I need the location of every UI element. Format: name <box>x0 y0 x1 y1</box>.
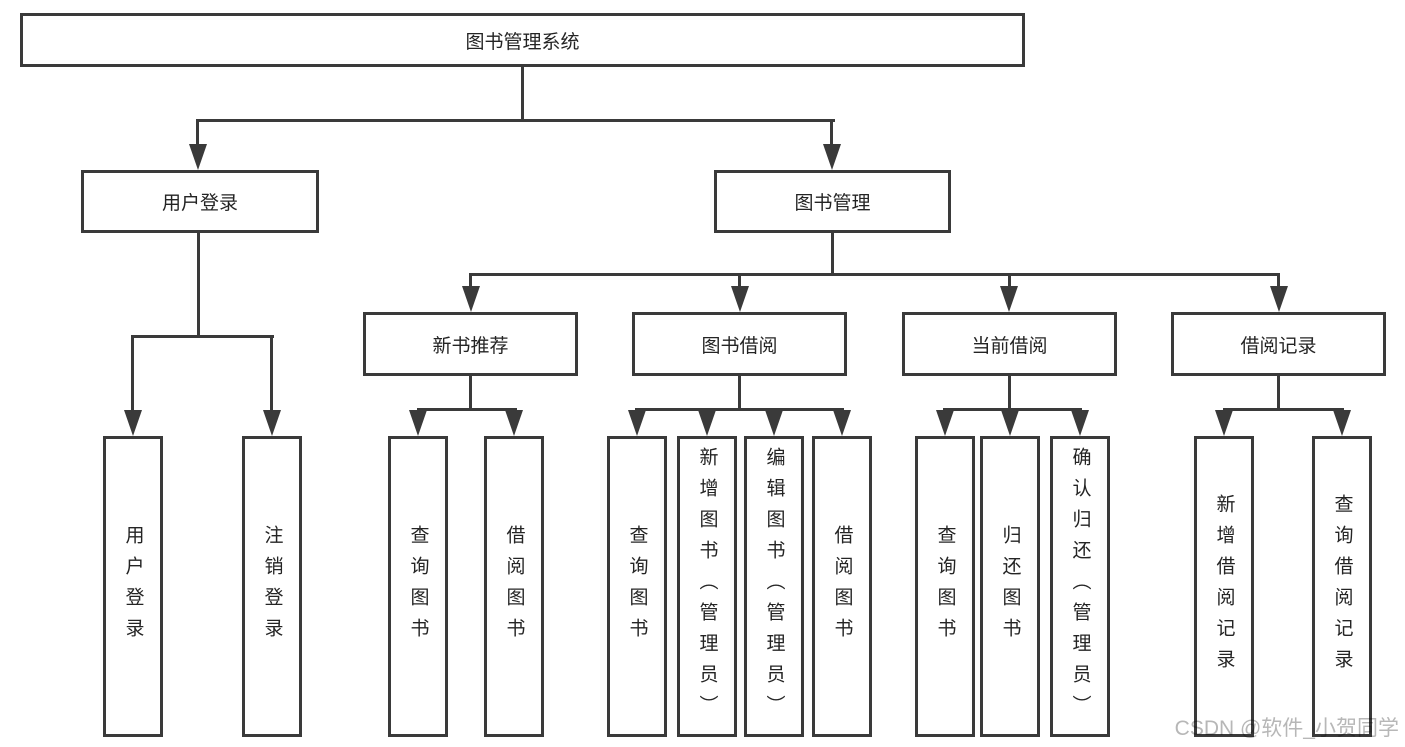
leaf-query-books-borrowing: 查询图书 <box>607 436 667 737</box>
arrowhead-icon <box>124 410 142 436</box>
node-current-borrowing: 当前借阅 <box>902 312 1117 376</box>
arrowhead-icon <box>698 410 716 436</box>
arrowhead-icon <box>1270 286 1288 312</box>
leaf-query-books-recommend-label: 查询图书 <box>407 524 429 649</box>
leaf-edit-book-admin: 编辑图书（管理员） <box>744 436 804 737</box>
leaf-return-book-label: 归还图书 <box>999 524 1021 649</box>
leaf-query-books-borrowing-label: 查询图书 <box>626 524 648 649</box>
arrowhead-icon <box>462 286 480 312</box>
arrowhead-icon <box>1215 410 1233 436</box>
arrowhead-icon <box>263 410 281 436</box>
node-book-borrowing: 图书借阅 <box>632 312 847 376</box>
arrowhead-icon <box>823 144 841 170</box>
arrowhead-icon <box>833 410 851 436</box>
arrowhead-icon <box>936 410 954 436</box>
leaf-borrow-books-recommend-label: 借阅图书 <box>503 524 525 649</box>
leaf-logout-label: 注销登录 <box>261 524 283 649</box>
arrowhead-icon <box>1071 410 1089 436</box>
connector-line <box>635 408 844 411</box>
leaf-add-book-admin: 新增图书（管理员） <box>677 436 737 737</box>
connector-line <box>1223 408 1344 411</box>
node-book-management: 图书管理 <box>714 170 951 233</box>
leaf-add-book-admin-label: 新增图书（管理员） <box>696 447 718 726</box>
leaf-confirm-return-admin-label: 确认归还（管理员） <box>1069 447 1091 726</box>
arrowhead-icon <box>189 144 207 170</box>
leaf-query-borrow-record-label: 查询借阅记录 <box>1331 493 1353 680</box>
arrowhead-icon <box>628 410 646 436</box>
leaf-borrow-books-borrowing-label: 借阅图书 <box>831 524 853 649</box>
node-system: 图书管理系统 <box>20 13 1025 67</box>
connector-line <box>1277 376 1280 408</box>
connector-line <box>1008 376 1011 408</box>
node-system-label: 图书管理系统 <box>465 31 580 53</box>
connector-line <box>1008 273 1011 288</box>
connector-line <box>831 233 834 273</box>
leaf-add-borrow-record-label: 新增借阅记录 <box>1213 493 1235 680</box>
arrowhead-icon <box>765 410 783 436</box>
connector-line <box>197 233 200 335</box>
connector-line <box>131 335 274 338</box>
leaf-add-borrow-record: 新增借阅记录 <box>1194 436 1254 737</box>
leaf-query-books-current: 查询图书 <box>915 436 975 737</box>
leaf-confirm-return-admin: 确认归还（管理员） <box>1050 436 1110 737</box>
arrowhead-icon <box>1001 410 1019 436</box>
csdn-watermark: CSDN @软件_小贺同学 <box>1174 717 1399 740</box>
arrowhead-icon <box>1000 286 1018 312</box>
node-new-book-recommendation: 新书推荐 <box>363 312 578 376</box>
leaf-user-login: 用户登录 <box>103 436 163 737</box>
connector-line <box>521 67 524 119</box>
node-new-book-recommendation-label: 新书推荐 <box>432 335 509 357</box>
connector-line <box>469 376 472 408</box>
connector-line <box>417 408 517 411</box>
connector-line <box>738 376 741 408</box>
connector-line <box>131 335 134 412</box>
arrowhead-icon <box>731 286 749 312</box>
node-borrow-records-label: 借阅记录 <box>1240 335 1317 357</box>
leaf-user-login-label: 用户登录 <box>122 524 144 649</box>
connector-line <box>270 335 273 412</box>
connector-line <box>196 119 835 122</box>
arrowhead-icon <box>1333 410 1351 436</box>
connector-line <box>738 273 741 288</box>
leaf-edit-book-admin-label: 编辑图书（管理员） <box>763 447 785 726</box>
connector-line <box>943 408 1082 411</box>
node-borrow-records: 借阅记录 <box>1171 312 1386 376</box>
node-user-login-label: 用户登录 <box>161 193 238 214</box>
leaf-query-borrow-record: 查询借阅记录 <box>1312 436 1372 737</box>
connector-line <box>830 119 833 146</box>
leaf-return-book: 归还图书 <box>980 436 1040 737</box>
node-book-borrowing-label: 图书借阅 <box>701 335 778 357</box>
leaf-logout: 注销登录 <box>242 436 302 737</box>
node-book-management-label: 图书管理 <box>794 193 871 214</box>
connector-line <box>469 273 472 288</box>
node-user-login: 用户登录 <box>81 170 319 233</box>
leaf-borrow-books-recommend: 借阅图书 <box>484 436 544 737</box>
connector-line <box>196 119 199 146</box>
leaf-query-books-recommend: 查询图书 <box>388 436 448 737</box>
arrowhead-icon <box>409 410 427 436</box>
leaf-borrow-books-borrowing: 借阅图书 <box>812 436 872 737</box>
connector-line <box>1277 273 1280 288</box>
connector-line <box>469 273 1280 276</box>
arrowhead-icon <box>505 410 523 436</box>
node-current-borrowing-label: 当前借阅 <box>971 335 1048 357</box>
leaf-query-books-current-label: 查询图书 <box>934 524 956 649</box>
